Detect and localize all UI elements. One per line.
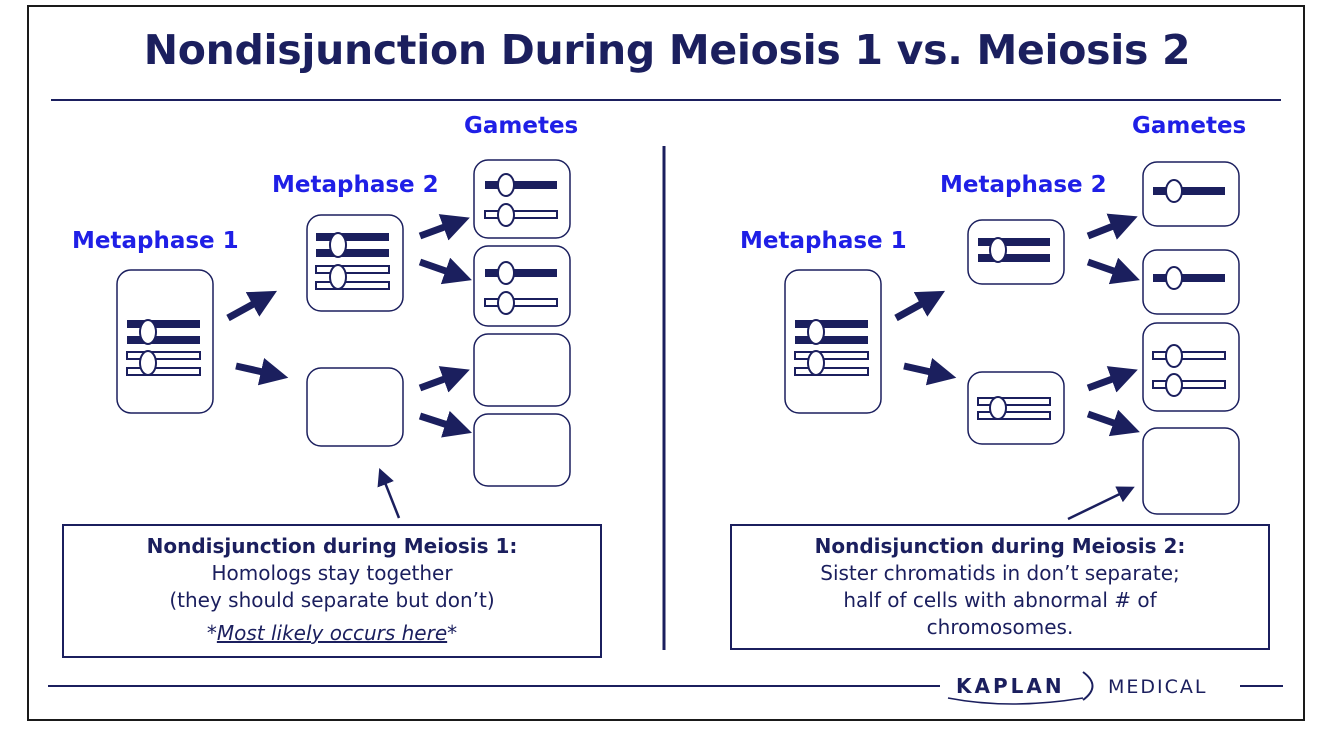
right-gamete-3 bbox=[1142, 322, 1240, 412]
left-note-line1: Homologs stay together bbox=[211, 561, 453, 585]
left-metaphase2-cell-empty bbox=[306, 367, 404, 447]
left-arrow-m2-to-gamete-4 bbox=[418, 410, 472, 438]
left-arrow-m2-to-gamete-3 bbox=[418, 366, 470, 393]
right-note-line3: chromosomes. bbox=[927, 615, 1074, 639]
right-callout-arrow bbox=[1067, 486, 1135, 521]
left-panel: Metaphase 1 Metaphase 2 Gametes bbox=[62, 113, 602, 658]
right-note-line1: Sister chromatids in don’t separate; bbox=[820, 561, 1180, 585]
left-arrow-m1-to-m2-bottom bbox=[235, 357, 289, 386]
left-note-heading: Nondisjunction during Meiosis 1: bbox=[147, 534, 518, 558]
right-note-box: Nondisjunction during Meiosis 2: Sister … bbox=[730, 524, 1270, 650]
right-arrow-m2-to-gamete-4 bbox=[1086, 409, 1140, 437]
left-gametes-label: Gametes bbox=[464, 113, 578, 139]
left-callout-arrow bbox=[377, 468, 401, 519]
left-arrow-m2-to-gamete-2 bbox=[418, 257, 472, 285]
left-note-box: Nondisjunction during Meiosis 1: Homolog… bbox=[62, 524, 602, 658]
left-gamete-4 bbox=[473, 413, 571, 487]
left-arrow-m2-to-gamete-1 bbox=[418, 214, 470, 241]
slide-frame bbox=[27, 5, 1305, 721]
right-note-line2: half of cells with abnormal # of bbox=[843, 588, 1157, 612]
right-metaphase1-label: Metaphase 1 bbox=[740, 228, 907, 254]
right-note-heading: Nondisjunction during Meiosis 2: bbox=[815, 534, 1186, 558]
right-arrow-m2-to-gamete-1 bbox=[1086, 213, 1138, 240]
brand-suffix: MEDICAL bbox=[1108, 676, 1207, 698]
right-gamete-2 bbox=[1142, 249, 1240, 315]
right-arrow-m1-to-m2-top bbox=[894, 290, 946, 322]
left-note-line2: (they should separate but don’t) bbox=[169, 588, 494, 612]
right-gametes-label: Gametes bbox=[1132, 113, 1246, 139]
left-note-emphasis: *Most likely occurs here* bbox=[207, 621, 457, 645]
right-arrow-m2-to-gamete-3 bbox=[1086, 366, 1138, 393]
left-gamete-1 bbox=[473, 159, 571, 239]
right-gamete-4 bbox=[1142, 427, 1240, 515]
right-metaphase1-cell bbox=[784, 269, 882, 414]
left-metaphase1-cell bbox=[116, 269, 214, 414]
right-arrow-m1-to-m2-bottom bbox=[903, 357, 957, 386]
homolog-pair-2 bbox=[126, 350, 201, 376]
kaplan-medical-logo: KAPLAN MEDICAL bbox=[947, 671, 1207, 705]
right-metaphase2-cell-bottom bbox=[967, 371, 1065, 445]
brand-swoosh-right bbox=[1082, 671, 1094, 701]
left-gamete-2 bbox=[473, 245, 571, 327]
right-metaphase2-cell-top bbox=[967, 219, 1065, 285]
left-note-emph-suffix: * bbox=[447, 621, 457, 645]
left-metaphase1-label: Metaphase 1 bbox=[72, 228, 239, 254]
left-arrow-m1-to-m2-top bbox=[226, 290, 278, 322]
left-note-emph-prefix: * bbox=[207, 621, 217, 645]
left-metaphase2-label: Metaphase 2 bbox=[272, 172, 439, 198]
right-gamete-1 bbox=[1142, 161, 1240, 227]
homolog-pair-1 bbox=[127, 319, 200, 345]
page-title: Nondisjunction During Meiosis 1 vs. Meio… bbox=[143, 26, 1191, 74]
right-arrow-m2-to-gamete-2 bbox=[1086, 257, 1140, 285]
brand-name: KAPLAN bbox=[956, 674, 1065, 698]
left-gamete-3 bbox=[473, 333, 571, 407]
right-panel: Metaphase 1 Metaphase 2 Gametes bbox=[730, 113, 1270, 650]
right-metaphase2-label: Metaphase 2 bbox=[940, 172, 1107, 198]
brand-swoosh-bottom bbox=[947, 697, 1084, 705]
left-metaphase2-cell-top bbox=[306, 214, 404, 312]
left-note-emph-text: Most likely occurs here bbox=[217, 621, 447, 645]
